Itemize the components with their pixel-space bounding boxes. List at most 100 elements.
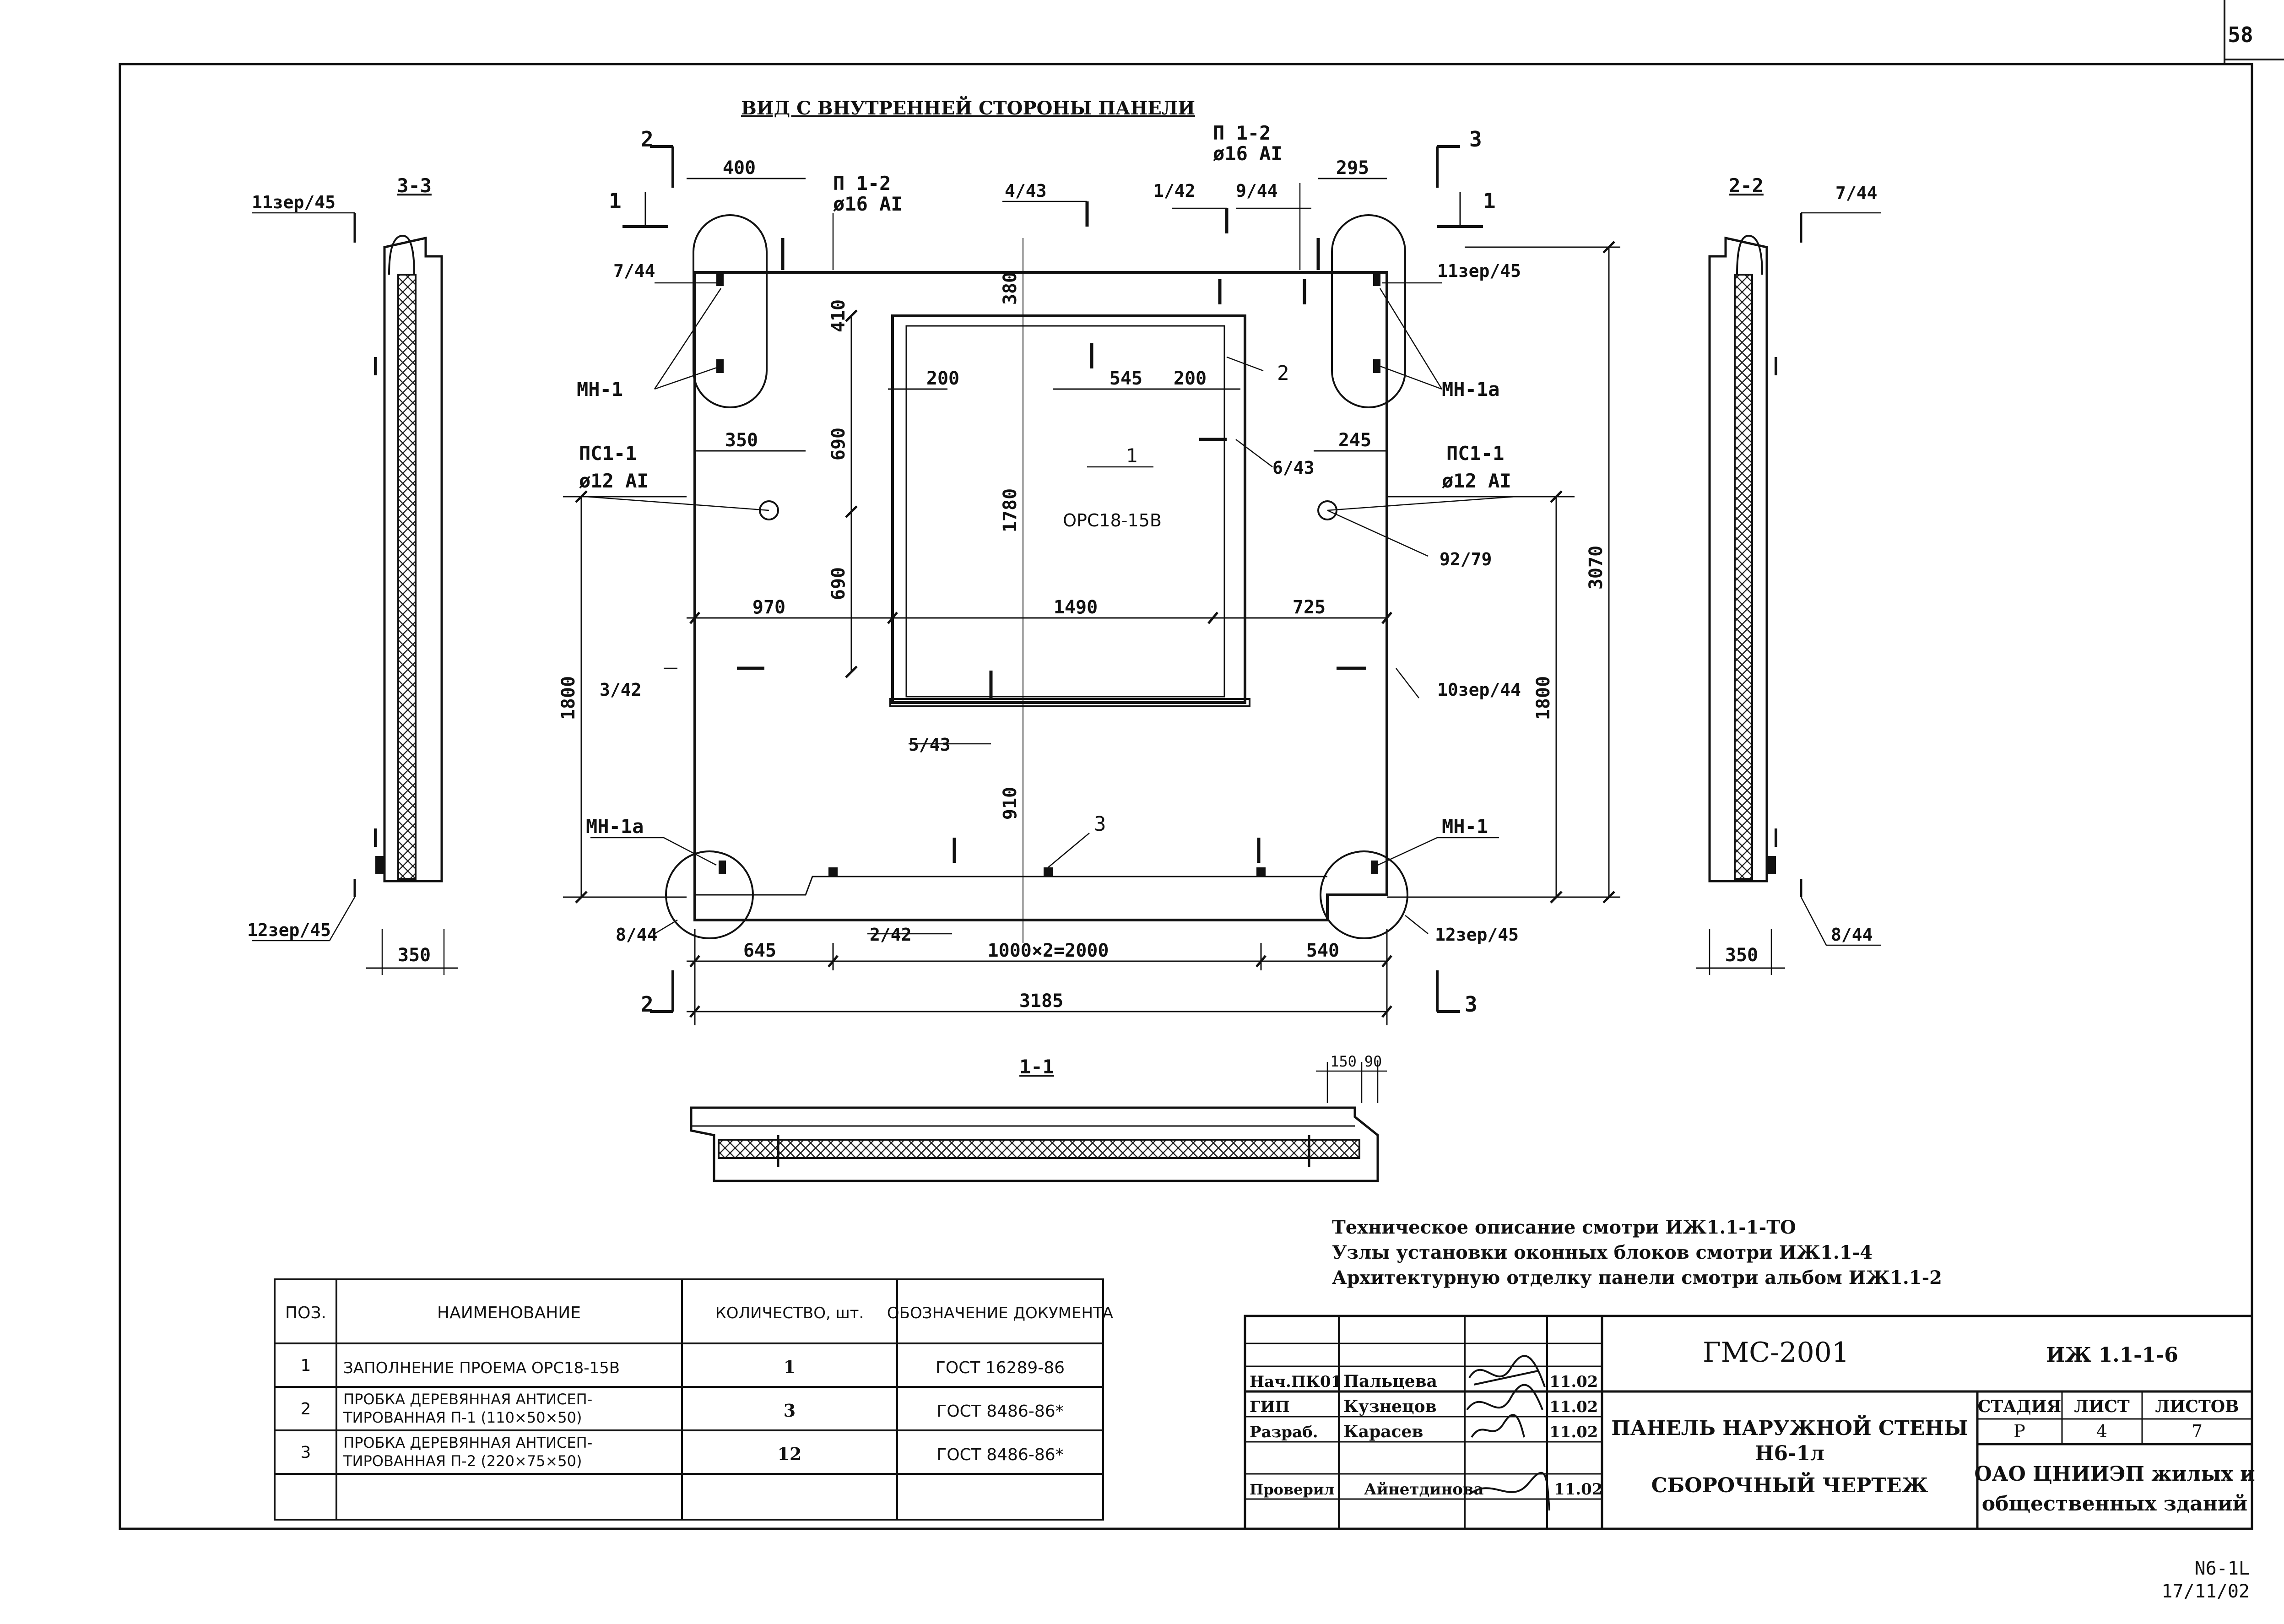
drawing-frame	[119, 0, 2284, 1530]
section-3-3-note-top: 11зер/45	[252, 192, 336, 212]
row-2-qty: 3	[784, 1400, 796, 1421]
dim-height-left: 1800	[558, 676, 579, 720]
dim-bottom-right: 540	[1306, 940, 1339, 961]
note-4-43: 4/43	[1005, 181, 1047, 201]
document-code: ИЖ 1.1-1-6	[2046, 1343, 2178, 1367]
label-p12-left: П 1-2	[833, 172, 891, 195]
label-ps11-left-bar: ø12 AI	[579, 470, 649, 492]
dim-height-total: 3070	[1586, 546, 1607, 590]
signer-1-date: 11.02	[1549, 1373, 1598, 1391]
rebar-marks	[737, 201, 1366, 863]
note-1-42: 1/42	[1153, 181, 1196, 201]
signer-2-name: Кузнецов	[1343, 1397, 1437, 1416]
callout-2-plug: 2	[1277, 362, 1289, 385]
dim-plug-right-2: 200	[1174, 368, 1207, 389]
signer-2-date: 11.02	[1549, 1398, 1598, 1416]
label-p12-right-bar: ø16 AI	[1213, 142, 1283, 165]
note-line-3: Архитектурную отделку панели смотри альб…	[1332, 1267, 1942, 1288]
section-2-2: 2-2 7/44 8/44 350	[1696, 174, 1881, 975]
section-3-3-note-bottom: 12зер/45	[247, 920, 331, 940]
section-2-2-title: 2-2	[1729, 174, 1764, 197]
row-1-doc: ГОСТ 16289-86	[936, 1359, 1065, 1377]
dim-loop-right: 245	[1338, 430, 1371, 451]
dim-sill: 910	[1000, 787, 1021, 820]
dim-window-h1: 690	[828, 428, 849, 460]
dim-row-left: 970	[752, 597, 785, 618]
general-notes: Техническое описание смотри ИЖ1.1-1-ТО У…	[1332, 1217, 1942, 1288]
dim-row-middle: 1490	[1054, 597, 1098, 618]
dim-height-right: 1800	[1533, 676, 1554, 720]
label-ps11-right: ПС1-1	[1446, 442, 1504, 465]
project-code: ГМС-2001	[1703, 1337, 1849, 1369]
sheet-label: ЛИСТ	[2074, 1397, 2130, 1416]
row-1-pos: 1	[301, 1356, 311, 1375]
signer-3-name: Карасев	[1343, 1422, 1423, 1441]
row-3-pos: 3	[301, 1443, 311, 1462]
row-3-name-2: ТИРОВАННАЯ П-2 (220×75×50)	[343, 1452, 582, 1470]
section-1-1-outline	[690, 1106, 1379, 1182]
window-mark: ОРС18-15В	[1063, 510, 1162, 531]
note-92-79: 92/79	[1440, 549, 1492, 569]
note-7-44-left: 7/44	[613, 261, 655, 281]
signer-3-role: Разраб.	[1250, 1423, 1318, 1441]
main-view-texts: 1 ОРС18-15В 3185 645 1000×2=2000 540 970…	[558, 122, 1607, 1017]
handwritten-signatures	[1466, 1355, 1550, 1511]
table-header-pos: ПОЗ.	[285, 1304, 326, 1322]
row-2-doc: ГОСТ 8486-86*	[936, 1402, 1063, 1421]
note-8-44-left: 8/44	[616, 925, 658, 945]
note-12zer-45-right: 12зер/45	[1435, 925, 1519, 945]
callout-3-top: 3	[1469, 127, 1482, 152]
signer-4-role: Проверил	[1250, 1481, 1334, 1498]
label-mn1a-right: МН-1а	[1442, 378, 1499, 401]
section-3-3-dim: 350	[398, 945, 431, 966]
dim-top-gap: 380	[1000, 272, 1021, 305]
callout-1-left: 1	[609, 189, 622, 213]
table-header-qty: КОЛИЧЕСТВО, шт.	[715, 1304, 864, 1322]
label-p12-left-bar: ø16 AI	[833, 193, 903, 215]
signer-1-role: Нач.ПК01	[1250, 1373, 1342, 1391]
label-ps11-left: ПС1-1	[579, 442, 637, 465]
row-2-name-1: ПРОБКА ДЕРЕВЯННАЯ АНТИСЕП-	[343, 1391, 592, 1408]
signer-4-date: 11.02	[1554, 1480, 1602, 1499]
dim-bottom-left: 645	[743, 940, 776, 961]
note-line-1: Техническое описание смотри ИЖ1.1-1-ТО	[1332, 1217, 1796, 1238]
note-2-42: 2/42	[870, 925, 912, 945]
sheets-label: ЛИСТОВ	[2155, 1397, 2239, 1416]
section-3-3-outline	[383, 236, 443, 882]
table-header-doc: ОБОЗНАЧЕНИЕ ДОКУМЕНТА	[887, 1304, 1113, 1322]
callout-1-right: 1	[1483, 189, 1496, 213]
note-11zer-45-right: 11зер/45	[1437, 261, 1521, 281]
dimension-lines	[563, 178, 1620, 1025]
row-1-qty: 1	[784, 1357, 796, 1377]
dimension-ticks	[575, 241, 1615, 1018]
section-2-2-note-top: 7/44	[1835, 183, 1878, 203]
label-mn1-right: МН-1	[1442, 815, 1488, 838]
organization-line-2: общественных зданий	[1982, 1492, 2247, 1516]
section-3-3: 3-3 11зер/45 12зер/45 350	[247, 174, 458, 975]
dim-window-h2: 690	[828, 567, 849, 600]
row-1-name: ЗАПОЛНЕНИЕ ПРОЕМА ОРС18-15В	[343, 1359, 620, 1377]
callout-2-bottom: 2	[641, 992, 654, 1017]
signer-2-role: ГИП	[1250, 1398, 1290, 1416]
note-10zer-44: 10зер/44	[1437, 680, 1521, 700]
label-ps11-right-bar: ø12 AI	[1442, 470, 1511, 492]
dim-window-top: 410	[828, 299, 849, 332]
label-mn1a-left: МН-1а	[586, 815, 644, 838]
section-2-2-insulation	[1734, 274, 1753, 880]
embedded-plates	[716, 272, 1380, 877]
dim-plug-left: 200	[926, 368, 959, 389]
leader-lines	[585, 183, 1515, 935]
callout-3-bottom: 3	[1465, 992, 1478, 1017]
window-opening	[889, 314, 1250, 707]
row-3-doc: ГОСТ 8486-86*	[936, 1445, 1063, 1464]
stage-value: Р	[2013, 1421, 2025, 1441]
dim-top-right: 295	[1336, 157, 1369, 179]
dim-row-right: 725	[1293, 597, 1326, 618]
row-2-pos: 2	[301, 1400, 311, 1418]
note-3-42: 3/42	[600, 680, 642, 700]
signer-3-date: 11.02	[1549, 1423, 1598, 1441]
drawing-title-3: СБОРОЧНЫЙ ЧЕРТЕЖ	[1651, 1472, 1928, 1497]
main-view: ВИД С ВНУТРЕННЕЙ СТОРОНЫ ПАНЕЛИ	[558, 96, 1620, 1025]
drawing-title-2: Н6-1л	[1755, 1442, 1824, 1465]
signer-1-name: Пальцева	[1343, 1372, 1437, 1391]
